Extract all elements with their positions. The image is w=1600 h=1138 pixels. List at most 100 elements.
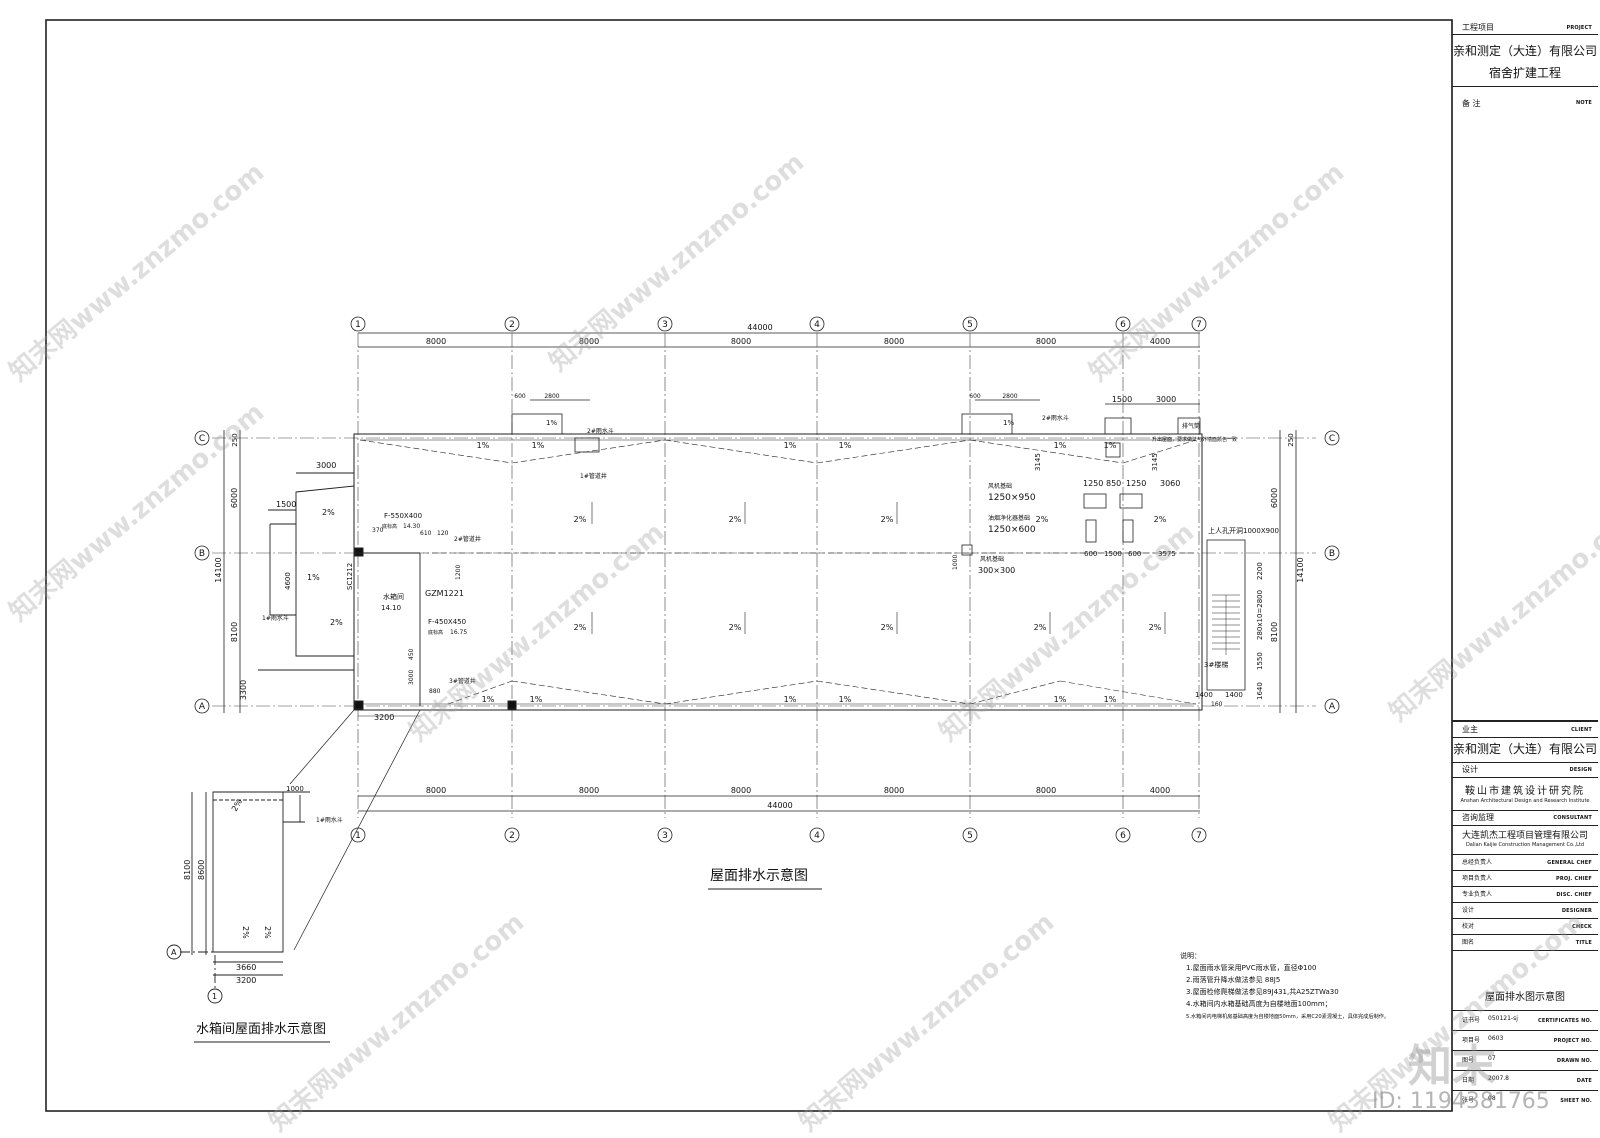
tb-consult-sub: Dalian Kaijie Construction Management Co… <box>1465 842 1585 848</box>
tb-role-6-en: TITLE <box>1575 940 1592 946</box>
f2-lvl: 16.75 <box>450 629 467 636</box>
tb-role-2: 项目负责人 PROJ. CHIEF <box>1452 871 1598 887</box>
tb-project-header: 工程项目 PROJECT <box>1452 20 1598 35</box>
tank-dim-h1: 3660 <box>236 963 256 972</box>
dim-3000-c: 3000 <box>1156 395 1176 404</box>
slope-1pct-4: 1% <box>839 441 852 450</box>
tank-axis-row: A <box>171 948 177 957</box>
tank-detail-labels: 8100 8600 3660 3200 1000 1#雨水斗 2% 2% 2% … <box>171 785 343 1001</box>
dim-bay-b1: 8000 <box>426 786 446 795</box>
slope-1pct-6: 1% <box>1104 441 1117 450</box>
tb-date: 日期 2007.8 DATE <box>1452 1071 1598 1091</box>
stair-dim-1: 2200 <box>1256 562 1264 580</box>
sheet-border <box>45 19 1453 1112</box>
tb-role-4: 设计 DESIGNER <box>1452 903 1598 919</box>
tank-dim-v1: 8100 <box>183 860 192 880</box>
drain-2-label: 2#雨水斗 <box>587 427 614 435</box>
dim-1200: 1200 <box>455 565 462 580</box>
exhaust-note: 升出屋面，要求做法与外墙面颜色一致 <box>1152 436 1237 443</box>
axis-col-6: 6 <box>1120 320 1126 330</box>
dim-880: 880 <box>429 688 441 695</box>
axis-col-2: 2 <box>509 320 515 330</box>
f1-label: F-550X400 <box>384 512 422 520</box>
axis-col-1b: 1 <box>355 831 361 841</box>
note-3: 3.屋面检修爬梯做法参见89J431,共A25ZTWa30 <box>1186 987 1339 996</box>
tb-client: 亲和测定（大连）有限公司 <box>1452 742 1597 756</box>
axis-row-b-r: B <box>1329 549 1335 559</box>
hole-size: 300×300 <box>978 566 1015 575</box>
top-dimensions: 44000 8000 8000 8000 8000 8000 4000 <box>358 323 1200 348</box>
slope-2pct-1: 2% <box>574 515 587 524</box>
slope-2pct-4: 2% <box>574 623 587 632</box>
tb-role-1-cn: 总经负责人 <box>1462 859 1493 866</box>
dim-total-top: 44000 <box>747 323 772 332</box>
slope-1pct-10: 1% <box>839 695 852 704</box>
dim-right-6000: 6000 <box>1270 488 1279 508</box>
tb-projno-val: 0603 <box>1488 1035 1504 1042</box>
title-block: 工程项目 PROJECT 亲和测定（大连）有限公司 宿舍扩建工程 备 注 NOT… <box>1452 20 1600 1111</box>
tb-sheet: 张号 08 SHEET NO. <box>1452 1091 1598 1110</box>
axis-row-c-r: C <box>1329 434 1335 444</box>
window-label: SC1212 <box>346 563 354 590</box>
slope-2pct-9: 2% <box>1154 515 1167 524</box>
tb-project-en: PROJECT <box>1566 25 1592 31</box>
dim-left-3300: 3300 <box>239 680 248 700</box>
dim-left-8100: 8100 <box>230 622 239 642</box>
axis-row-b: B <box>199 549 205 559</box>
fan-dim-right: 3060 <box>1160 479 1180 488</box>
tb-date-cn: 日期 <box>1462 1077 1475 1084</box>
top-box-dims: 600 2800 600 2800 1500 3000 <box>514 393 1176 404</box>
pipe-3-label: 3#管道井 <box>449 677 476 685</box>
axis-grid <box>212 333 1316 818</box>
fan-dim-b2: 1500 <box>1104 550 1122 558</box>
axis-col-5: 5 <box>967 320 973 330</box>
dim-bay-2: 8000 <box>579 337 599 346</box>
dim-600-b: 600 <box>969 393 981 400</box>
dim-bay-3: 8000 <box>731 337 751 346</box>
oil-size: 1250×600 <box>988 525 1036 535</box>
slope-top-boxes: 1% 1% <box>546 419 1014 427</box>
tank-slope-3: 2% <box>330 618 343 627</box>
f2-lvl-prefix: 底标高 <box>428 629 443 636</box>
axis-row-c: C <box>199 434 205 444</box>
dim-left-250: 250 <box>231 433 239 446</box>
tb-sheet-en: SHEET NO. <box>1560 1098 1592 1104</box>
dim-bay-b5: 8000 <box>1036 786 1056 795</box>
axis-labels: 1 2 3 4 5 6 7 1 2 3 4 5 6 7 C B A C B A <box>199 320 1336 841</box>
fan-label: 风机基础 <box>988 482 1012 490</box>
tb-design-sub: Anshan Architectural Design and Research… <box>1460 798 1590 804</box>
tank-dim-h2: 3200 <box>236 976 256 985</box>
notes-heading: 说明： <box>1180 951 1201 960</box>
slope-2pct-10: 2% <box>1036 515 1049 524</box>
image-id-watermark: ID: 1194381765 <box>1372 1089 1550 1114</box>
slope-2pct-3: 2% <box>881 515 894 524</box>
tank-slope-b: 2% <box>241 926 250 939</box>
stair-dim-4: 1640 <box>1256 682 1264 700</box>
tb-design: 鞍山市建筑设计研究院 <box>1465 786 1585 797</box>
axis-row-a-r: A <box>1329 702 1336 712</box>
tb-sep-client <box>1452 720 1598 722</box>
tb-consult-cn: 咨询监理 <box>1462 813 1494 822</box>
tb-date-en: DATE <box>1576 1078 1592 1084</box>
dim-left-total: 14100 <box>214 557 223 582</box>
slope-1pct-2: 1% <box>532 441 545 450</box>
slope-1pct-12: 1% <box>1104 695 1117 704</box>
slope-1pct-5: 1% <box>1054 441 1067 450</box>
axis-col-7: 7 <box>1196 320 1202 330</box>
fan-dim-br: 3575 <box>1158 550 1176 558</box>
tb-cert-val: 050121-sj <box>1488 1015 1518 1022</box>
tb-cert-cn: 证书号 <box>1462 1017 1481 1024</box>
axis-col-4b: 4 <box>814 831 820 841</box>
roof-boxes-top <box>511 399 1201 458</box>
tb-role-6: 图名 TITLE <box>1452 935 1598 951</box>
note-2: 2.雨落管升降水做法参见 88J5 <box>1186 975 1280 984</box>
roof-plan <box>353 433 1203 711</box>
tank-room-labels: 3000 1500 2% 1% 2% 1#雨水斗 水箱间 14.10 F-550… <box>262 461 959 722</box>
tb-consult-header: 咨询监理 CONSULTANT <box>1452 810 1598 826</box>
tb-role-3-en: DISC. CHIEF <box>1556 892 1592 898</box>
stair-label: 3#楼梯 <box>1204 660 1228 669</box>
tb-projno: 项目号 0603 PROJECT NO. <box>1452 1031 1598 1051</box>
dim-bay-b6: 4000 <box>1150 786 1170 795</box>
dim-3000: 3000 <box>316 461 336 470</box>
tb-drawno-en: DRAWN NO. <box>1556 1058 1592 1064</box>
